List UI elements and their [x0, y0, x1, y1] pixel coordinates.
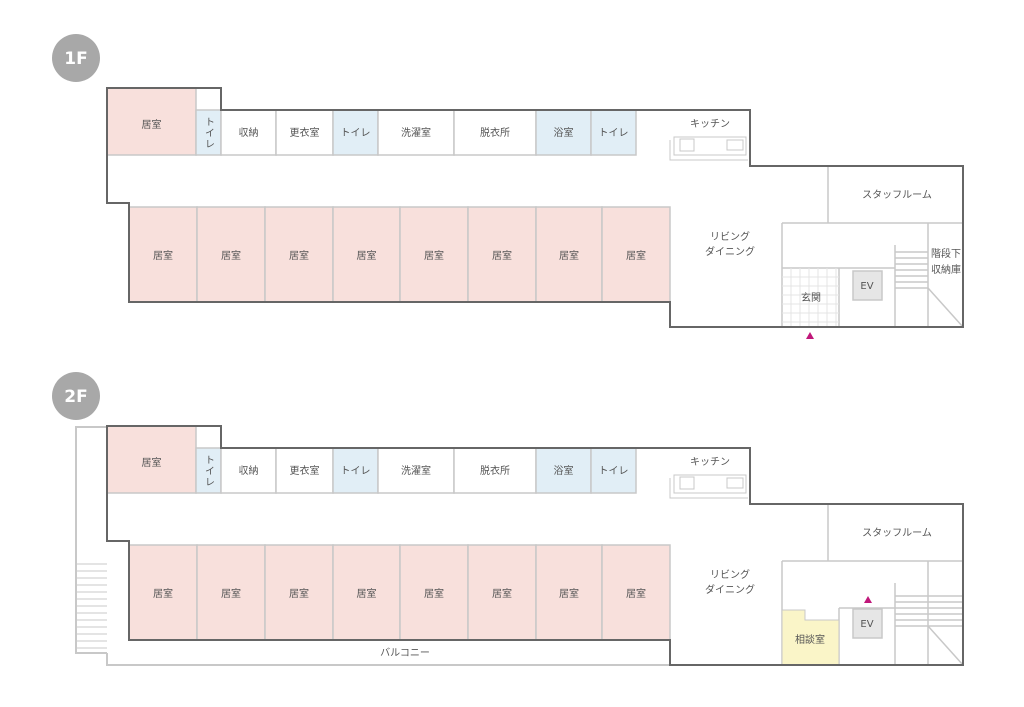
resident-room [196, 544, 266, 641]
entrance-label: 玄関 [801, 291, 821, 304]
resident-room-label: 居室 [289, 587, 309, 600]
floor-badge [52, 34, 100, 82]
sink-icon [679, 138, 695, 152]
kitchen-label: キッチン [690, 118, 730, 130]
resident-room-label: 居室 [153, 249, 173, 262]
elevator [852, 608, 883, 639]
resident-room-label: 居室 [153, 587, 173, 600]
room-label: トイレ [599, 128, 629, 139]
room [453, 109, 537, 156]
resident-room-label: 居室 [492, 249, 512, 262]
resident-room [467, 544, 537, 641]
resident-room-label: 居室 [142, 118, 162, 131]
kitchen-counter [673, 136, 747, 156]
resident-room-label: 居室 [492, 587, 512, 600]
living-label: ダイニング [705, 583, 755, 596]
resident-room-label: 居室 [357, 249, 377, 262]
living-label: リビング [710, 230, 750, 243]
floor-badge-label: 2F [64, 387, 87, 407]
resident-room [264, 544, 334, 641]
resident-room-label: 居室 [626, 587, 646, 600]
room-label: トイレ [341, 128, 371, 139]
room-label: 洗濯室 [401, 464, 431, 477]
resident-room [399, 206, 469, 303]
room-label: トイレ [203, 455, 215, 488]
storage-label: 階段下 [931, 247, 961, 260]
resident-room [601, 544, 671, 641]
room-label: 脱衣所 [480, 126, 510, 139]
room-label: 収納 [239, 464, 259, 477]
sink-icon [679, 476, 695, 490]
room [275, 447, 334, 494]
staff-room-label: スタッフルーム [862, 527, 932, 539]
resident-room [128, 544, 198, 641]
kitchen-counter [669, 140, 748, 161]
floor-1f: 1F居室トイレ収納更衣室トイレ洗濯室脱衣所浴室トイレ居室居室居室居室居室居室居室… [52, 34, 964, 339]
resident-room-label: 居室 [221, 249, 241, 262]
resident-room [467, 206, 537, 303]
floor-badge-label: 1F [64, 49, 87, 69]
living-label: ダイニング [705, 245, 755, 258]
elevator [852, 270, 883, 301]
resident-room-label: 居室 [357, 587, 377, 600]
resident-room-label: 居室 [424, 587, 444, 600]
exterior-wall [106, 425, 964, 666]
floor-2f: 2Fバルコニー居室トイレ収納更衣室トイレ洗濯室脱衣所浴室トイレ居室居室居室居室居… [52, 372, 964, 666]
resident-room [601, 206, 671, 303]
resident-room-label: 居室 [559, 587, 579, 600]
kitchen-label: キッチン [690, 456, 730, 468]
resident-room-label: 居室 [142, 456, 162, 469]
room [195, 109, 222, 156]
resident-room-label: 居室 [221, 587, 241, 600]
staff-room-label: スタッフルーム [862, 189, 932, 201]
room-label: 洗濯室 [401, 126, 431, 139]
room-label: 収納 [239, 126, 259, 139]
balcony-outline [75, 426, 107, 654]
resident-room [535, 544, 603, 641]
resident-room-label: 居室 [626, 249, 646, 262]
kitchen-counter [669, 478, 748, 499]
resident-room [399, 544, 469, 641]
kitchen-counter [673, 474, 747, 494]
room-label: 更衣室 [290, 126, 320, 139]
stove-icon [726, 139, 744, 151]
balcony-label: バルコニー [380, 647, 430, 659]
room [535, 109, 592, 156]
elevator-label: EV [860, 619, 873, 630]
resident-room-label: 居室 [559, 249, 579, 262]
room-label: トイレ [203, 117, 215, 150]
balcony-outline [106, 653, 670, 666]
room [377, 447, 455, 494]
resident-room [264, 206, 334, 303]
stair-line [927, 287, 964, 328]
resident-room [332, 206, 401, 303]
room-label: 浴室 [554, 464, 574, 477]
exterior-wall [106, 87, 964, 328]
room-label: トイレ [341, 466, 371, 477]
storage-label: 収納庫 [931, 263, 961, 276]
elevator-label: EV [860, 281, 873, 292]
room [332, 447, 379, 494]
room-label: 更衣室 [290, 464, 320, 477]
resident-room-label: 居室 [289, 249, 309, 262]
room [106, 425, 197, 494]
room-label: トイレ [599, 466, 629, 477]
ev-marker-icon [864, 596, 872, 603]
room-label: 脱衣所 [480, 464, 510, 477]
room-label: 浴室 [554, 126, 574, 139]
room [220, 447, 277, 494]
resident-room-label: 居室 [424, 249, 444, 262]
stair-line [927, 625, 964, 666]
entrance-marker-icon [806, 332, 814, 339]
resident-room [196, 206, 266, 303]
floor-badge [52, 372, 100, 420]
room [590, 109, 637, 156]
room [377, 109, 455, 156]
consultation-room-label: 相談室 [795, 633, 825, 646]
stove-icon [726, 477, 744, 489]
living-label: リビング [710, 568, 750, 581]
